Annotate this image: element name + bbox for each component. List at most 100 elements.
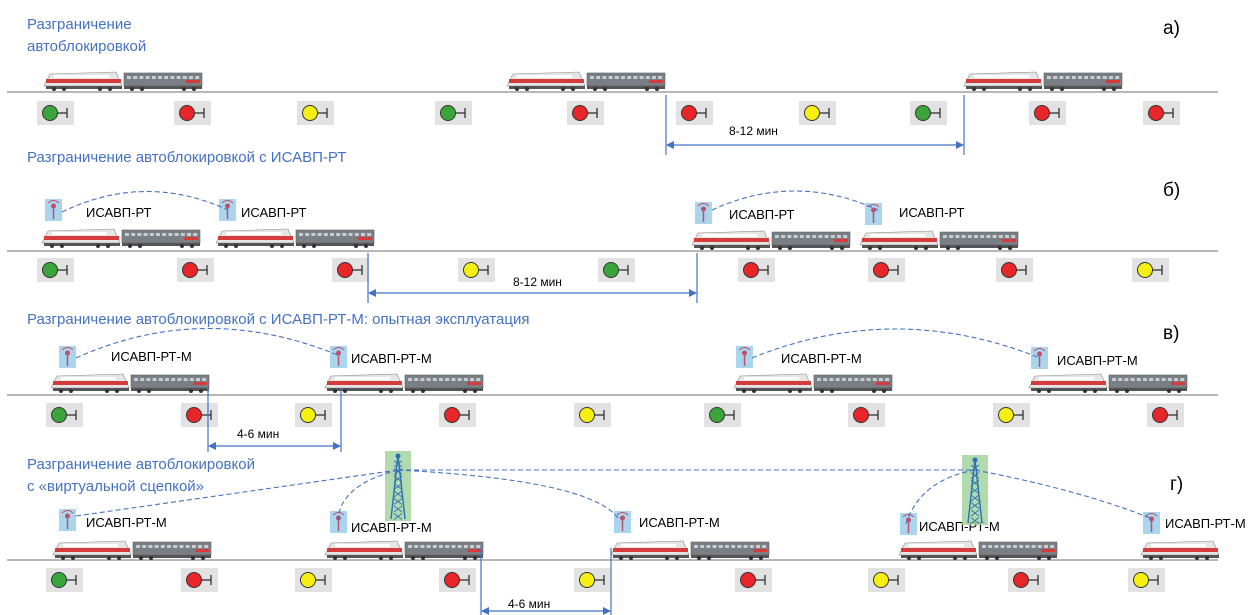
device-label: ИСАВП-РТ-М <box>351 520 432 535</box>
train-icon <box>859 230 1019 250</box>
radio-modem-icon <box>736 346 753 368</box>
radio-link-line <box>751 328 1041 359</box>
radio-link-line <box>337 469 399 521</box>
radio-link-line <box>397 469 619 519</box>
radio-modem-icon <box>59 509 76 531</box>
signal-light-icon <box>567 101 604 125</box>
signal-light-icon <box>297 101 334 125</box>
signal-light-icon <box>46 403 83 427</box>
train-icon <box>733 373 893 393</box>
radio-link-line <box>61 190 229 213</box>
signal-light-icon <box>738 258 775 282</box>
signal-light-icon <box>996 258 1033 282</box>
train-icon <box>963 71 1123 91</box>
device-label: ИСАВП-РТ-М <box>86 515 167 530</box>
radio-link-line <box>711 190 879 211</box>
panel-a-interval-label: 8-12 мин <box>729 124 778 138</box>
device-label: ИСАВП-РТ-М <box>781 351 862 366</box>
radio-modem-icon <box>330 346 347 368</box>
signal-light-icon <box>704 403 741 427</box>
panel-g-title: Разграничение автоблокировкой с «виртуал… <box>27 456 255 495</box>
signal-light-icon <box>295 568 332 592</box>
device-label: ИСАВП-РТ <box>86 205 152 220</box>
radio-modem-icon <box>695 202 712 224</box>
radio-tower-icon <box>962 455 988 525</box>
signal-light-icon <box>181 568 218 592</box>
signal-light-icon <box>37 101 74 125</box>
radio-modem-icon <box>45 199 62 221</box>
radio-link-line <box>75 469 399 517</box>
train-icon <box>1140 540 1220 560</box>
train-icon <box>43 71 203 91</box>
train-icon <box>691 230 851 250</box>
radio-link-line <box>75 327 341 359</box>
radio-link-line <box>905 469 976 525</box>
panel-v-letter: в) <box>1163 323 1180 344</box>
radio-modem-icon <box>330 511 347 533</box>
device-label: ИСАВП-РТ <box>899 205 965 220</box>
signal-light-icon <box>574 568 611 592</box>
radio-modem-icon <box>614 511 631 533</box>
panel-b-interval-label: 8-12 мин <box>513 275 562 289</box>
radio-link-line <box>974 469 1151 519</box>
signal-light-icon <box>458 258 495 282</box>
train-icon <box>506 71 666 91</box>
signal-light-icon <box>1143 101 1180 125</box>
signal-light-icon <box>37 258 74 282</box>
signal-light-icon <box>735 568 772 592</box>
signal-light-icon <box>1128 568 1165 592</box>
panel-v-title: Разграничение автоблокировкой с ИСАВП-РТ… <box>27 311 530 328</box>
signal-light-icon <box>46 568 83 592</box>
train-icon <box>610 540 770 560</box>
signal-light-icon <box>868 258 905 282</box>
train-icon <box>324 540 484 560</box>
radio-modem-icon <box>865 203 882 225</box>
signal-light-icon <box>574 403 611 427</box>
signal-light-icon <box>1132 258 1169 282</box>
train-icon <box>215 228 375 248</box>
radio-modem-icon <box>1031 347 1048 369</box>
train-icon <box>324 373 484 393</box>
radio-modem-icon <box>59 346 76 368</box>
train-icon <box>898 540 1058 560</box>
device-label: ИСАВП-РТ <box>241 205 307 220</box>
radio-tower-icon <box>385 451 411 521</box>
device-label: ИСАВП-РТ <box>729 207 795 222</box>
signal-light-icon <box>1147 403 1184 427</box>
train-icon <box>41 228 201 248</box>
signal-light-icon <box>848 403 885 427</box>
signal-light-icon <box>868 568 905 592</box>
signal-light-icon <box>435 101 472 125</box>
radio-modem-icon <box>900 513 917 535</box>
train-icon <box>50 373 210 393</box>
radio-modem-icon <box>1143 512 1160 534</box>
train-icon <box>52 540 212 560</box>
signal-light-icon <box>332 258 369 282</box>
panel-a-letter: а) <box>1163 18 1180 39</box>
panel-g-letter: г) <box>1170 474 1184 495</box>
panel-v-interval-label: 4-6 мин <box>237 427 280 441</box>
signal-light-icon <box>439 568 476 592</box>
device-label: ИСАВП-РТ-М <box>351 351 432 366</box>
signal-light-icon <box>439 403 476 427</box>
panel-a-title: Разграничение автоблокировкой <box>27 16 147 55</box>
device-label: ИСАВП-РТ-М <box>1057 353 1138 368</box>
signal-light-icon <box>174 101 211 125</box>
panel-b-letter: б) <box>1163 180 1181 201</box>
signal-light-icon <box>177 258 214 282</box>
signal-light-icon <box>1029 101 1066 125</box>
device-label: ИСАВП-РТ-М <box>639 515 720 530</box>
signal-light-icon <box>993 403 1030 427</box>
signal-light-icon <box>1008 568 1045 592</box>
signal-light-icon <box>295 403 332 427</box>
panel-b-title: Разграничение автоблокировкой с ИСАВП-РТ <box>27 149 347 166</box>
device-label: ИСАВП-РТ-М <box>111 349 192 364</box>
signal-light-icon <box>799 101 836 125</box>
signal-light-icon <box>910 101 947 125</box>
signal-light-icon <box>598 258 635 282</box>
signal-light-icon <box>676 101 713 125</box>
train-icon <box>1028 373 1188 393</box>
device-label: ИСАВП-РТ-М <box>1165 516 1246 531</box>
